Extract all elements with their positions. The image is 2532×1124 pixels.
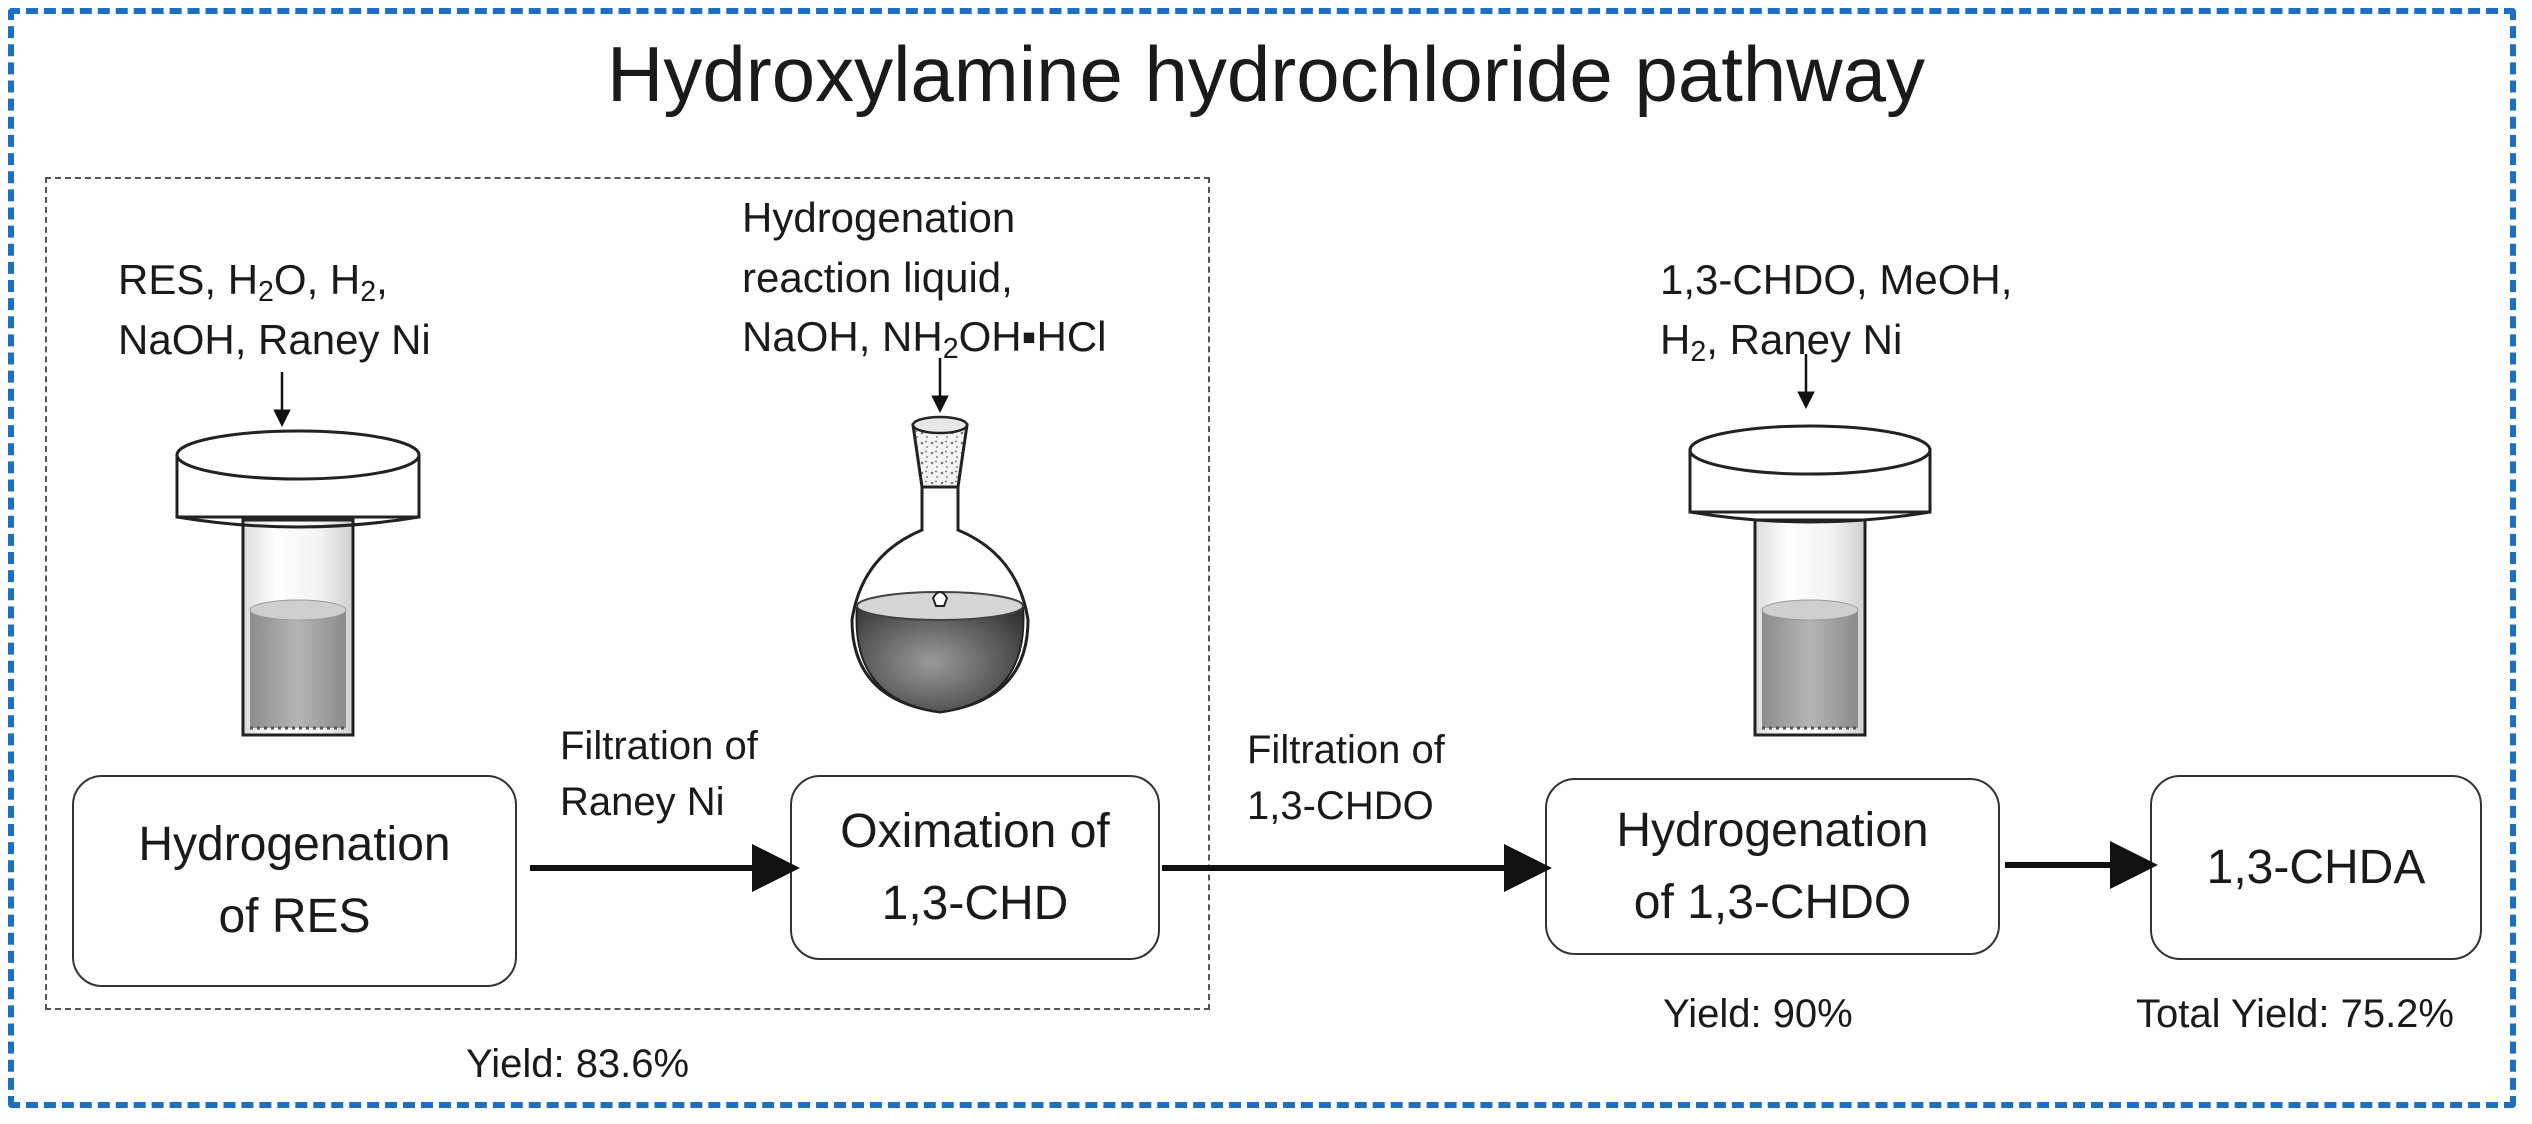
step-label-line2: of 1,3-CHDO (1633, 875, 1912, 929)
reagents-step1-line1: RES, H2O, H2, (118, 256, 388, 309)
step-label-line1: Hydrogenation (1616, 803, 1929, 857)
step-chda-product: 1,3-CHDA (2150, 775, 2482, 960)
transition-note-1: Filtration of Raney Ni (560, 718, 758, 830)
reagents-step2-line1: Hydrogenation (742, 194, 1016, 241)
reagents-step2: Hydrogenation reaction liquid, NaOH, NH2… (742, 188, 1106, 367)
step-label-line1: 1,3-CHDA (2206, 840, 2426, 894)
step-hydrogenation-of-res: Hydrogenation of RES (72, 775, 517, 987)
reagents-step3-line1: 1,3-CHDO, MeOH, (1660, 256, 2013, 303)
reagents-step1: RES, H2O, H2, NaOH, Raney Ni (118, 250, 431, 369)
transition-note-2-line1: Filtration of (1247, 728, 1445, 772)
transition-note-2-line2: 1,3-CHDO (1247, 784, 1434, 828)
hydrogenation-oximation-group (45, 177, 1210, 1010)
step-label-line1: Hydrogenation (138, 818, 451, 871)
diagram-frame (8, 8, 2516, 1108)
reactor-icon (175, 429, 421, 737)
step-oximation-of-chd: Oximation of 1,3-CHD (790, 775, 1160, 960)
step-label-line2: 1,3-CHD (881, 876, 1069, 930)
reagents-step2-line3: NaOH, NH2OH▪HCl (742, 313, 1107, 366)
yield-step3: Yield: 90% (1663, 992, 1853, 1036)
step-label-line2: of RES (218, 890, 371, 943)
diagram-title: Hydroxylamine hydrochloride pathway (607, 30, 1925, 118)
step-hydrogenation-of-chdo: Hydrogenation of 1,3-CHDO (1545, 778, 2000, 955)
reagents-step2-line2: reaction liquid, (742, 253, 1013, 301)
reagents-step3-line2: H2, Raney Ni (1660, 315, 1903, 368)
yield-group: Yield: 83.6% (466, 1042, 690, 1086)
transition-note-1-line2: Raney Ni (560, 780, 725, 824)
yield-total: Total Yield: 75.2% (2136, 992, 2454, 1036)
reagents-step3: 1,3-CHDO, MeOH, H2, Raney Ni (1660, 250, 2012, 369)
transition-note-2: Filtration of 1,3-CHDO (1247, 722, 1445, 834)
round-bottom-flask-icon (850, 415, 1030, 714)
transition-note-1-line1: Filtration of (560, 724, 758, 768)
reactor-icon (1688, 424, 1932, 737)
reagents-step1-line2: NaOH, Raney Ni (118, 315, 431, 363)
step-label-line1: Oximation of (840, 804, 1110, 858)
